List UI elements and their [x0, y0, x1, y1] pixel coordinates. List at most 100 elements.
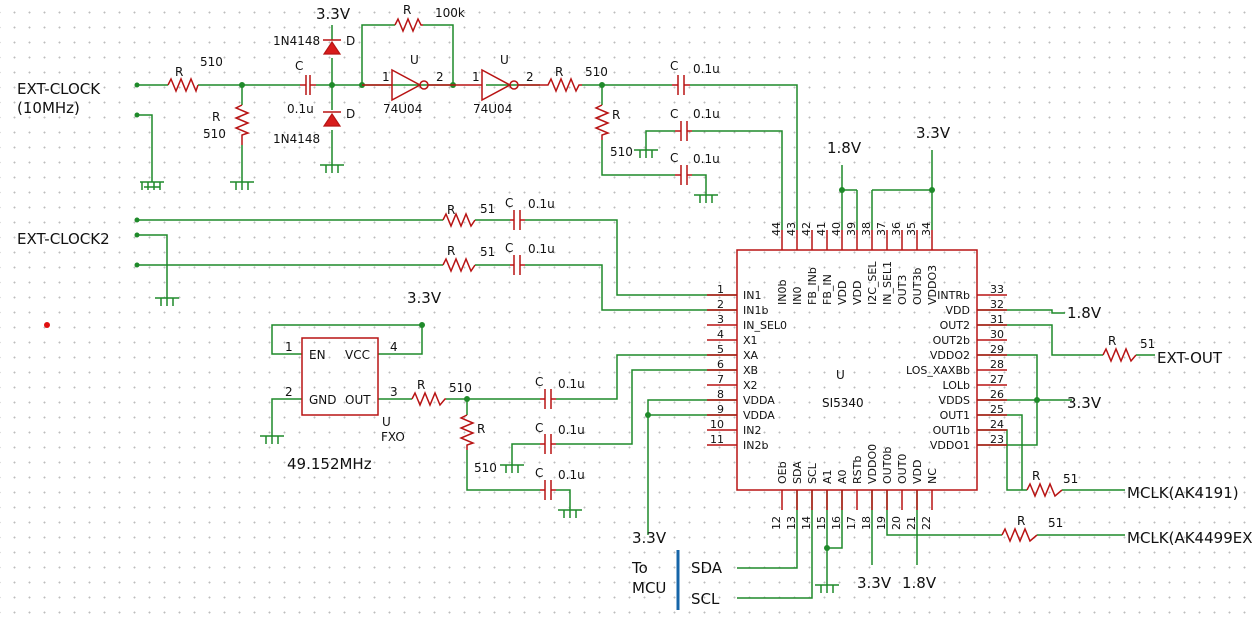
c3-value: 0.1u — [693, 107, 720, 121]
v18-bottom-label: 1.8V — [902, 574, 937, 592]
resistor-r7 — [411, 391, 446, 407]
c6-value: 0.1u — [528, 242, 555, 256]
c7-value: 0.1u — [558, 377, 585, 391]
chip-top-pin-num: 37 — [875, 222, 888, 236]
chip-top-pin-num: 41 — [815, 222, 828, 236]
chip-top-pin-num: 43 — [785, 222, 798, 236]
diode-top-part: 1N4148 — [273, 34, 320, 48]
junctions — [134, 82, 1040, 551]
chip-bottom-pin-num: 21 — [905, 516, 918, 530]
capacitor-c2 — [672, 75, 690, 95]
chip-name: SI5340 — [822, 396, 864, 410]
chip-right-pin-name: OUT1b — [933, 424, 970, 437]
r4-designator: R — [612, 108, 620, 122]
chip-left-pin-num: 4 — [717, 328, 724, 341]
chip-right-pin-num: 27 — [990, 373, 1004, 386]
fxo-vcc: VCC — [345, 348, 370, 362]
inv2-designator: U — [500, 53, 509, 67]
r1-designator: R — [175, 65, 183, 79]
chip-right-pin-num: 31 — [990, 313, 1004, 326]
chip-top-pin-name: IN_SEL1 — [881, 261, 894, 305]
scl-label: SCL — [691, 590, 720, 608]
fxo-box — [301, 337, 379, 416]
r2-designator: R — [212, 110, 220, 124]
chip-top-pin-name: VDD — [836, 281, 849, 305]
resistor-r11 — [1001, 527, 1038, 543]
r9-value: 51 — [1140, 337, 1155, 351]
v18-top-label: 1.8V — [827, 139, 862, 157]
chip-right-pin-name: VDDO2 — [930, 349, 970, 362]
chip-left-pin-name: XA — [743, 349, 759, 362]
chip-right-pin-name: OUT2 — [940, 319, 970, 332]
chip-top-pin-name: VDDO3 — [926, 265, 939, 305]
chip-bottom-pin-num: 16 — [830, 516, 843, 530]
chip-bottom-pin-name: SDA — [791, 461, 804, 484]
chip-right-pin-num: 26 — [990, 388, 1004, 401]
resistor-r5 — [442, 212, 476, 228]
inv2-pin1: 1 — [472, 70, 480, 84]
v33-right-label: 3.3V — [1067, 394, 1102, 412]
chip-left-pin-num: 8 — [717, 388, 724, 401]
chip-top-pin-name: OUT3b — [911, 268, 924, 305]
chip-right-pin-name: VDDO1 — [930, 439, 970, 452]
chip-designator: U — [836, 368, 845, 382]
fxo-pin1: 1 — [285, 340, 293, 354]
chip-right-pin-num: 29 — [990, 343, 1004, 356]
inv2-part: 74U04 — [473, 102, 512, 116]
r3-value: 510 — [585, 65, 608, 79]
c8-designator: C — [535, 421, 543, 435]
capacitor-c7 — [540, 389, 556, 409]
ext-clock-freq: (10MHz) — [17, 99, 80, 117]
fxo-pin3: 3 — [390, 385, 398, 399]
c9-value: 0.1u — [558, 468, 585, 482]
fxo-pin4: 4 — [390, 340, 398, 354]
fxo-out: OUT — [345, 393, 371, 407]
c1-value: 0.1u — [287, 102, 314, 116]
diode-top — [322, 40, 342, 55]
ext-clock-label: EXT-CLOCK — [17, 80, 101, 98]
chip-left-pin-num: 2 — [717, 298, 724, 311]
fxo-part: FXO — [381, 430, 405, 444]
resistor-100k — [394, 17, 423, 33]
chip-top-pin-num: 34 — [920, 222, 933, 236]
chip-left-pin-num: 1 — [717, 283, 724, 296]
chip-left-pin-name: IN1 — [743, 289, 761, 302]
v33-diode-label: 3.3V — [316, 5, 351, 23]
r7-designator: R — [417, 378, 425, 392]
inv1-pin2: 2 — [436, 70, 444, 84]
resistor-r1 — [167, 77, 199, 94]
mclk-ak4499-label: MCLK(AK4499EX) — [1127, 529, 1252, 547]
r100k-designator: R — [403, 3, 411, 17]
parts — [167, 17, 1137, 543]
to-mcu-line1: To — [631, 559, 648, 577]
capacitor-c8 — [540, 434, 556, 454]
capacitor-c9 — [540, 480, 556, 500]
fxo-frequency: 49.152MHz — [287, 455, 372, 473]
chip-left-pin-name: IN2b — [743, 439, 768, 452]
chip-right-pin-num: 28 — [990, 358, 1004, 371]
chip-left-pin-num: 11 — [710, 433, 724, 446]
v33-bottom-label: 3.3V — [857, 574, 892, 592]
chip-left-pin-name: VDDA — [743, 394, 775, 407]
chip-left-pin-num: 3 — [717, 313, 724, 326]
r6-value: 51 — [480, 245, 495, 259]
chip-top-pin-num: 39 — [845, 222, 858, 236]
chip-right-pin-num: 30 — [990, 328, 1004, 341]
inv2-pin2: 2 — [526, 70, 534, 84]
c7-designator: C — [535, 375, 543, 389]
chip-top-pin-name: IN0b — [776, 280, 789, 305]
r10-value: 51 — [1063, 472, 1078, 486]
v33-fxo-label: 3.3V — [407, 289, 442, 307]
chip-right-pin-num: 32 — [990, 298, 1004, 311]
text-labels: EXT-CLOCK (10MHz) EXT-CLOCK2 R 510 R 510… — [17, 3, 1252, 608]
resistor-r2 — [234, 104, 251, 145]
r9-designator: R — [1108, 334, 1116, 348]
chip-top-pin-num: 40 — [830, 222, 843, 236]
chip-left-pin-num: 5 — [717, 343, 724, 356]
capacitor-c4 — [675, 165, 692, 185]
inv1-part: 74U04 — [383, 102, 422, 116]
resistor-r9 — [1102, 347, 1137, 363]
chip-left-pin-name: VDDA — [743, 409, 775, 422]
r3-designator: R — [555, 65, 563, 79]
v18-right-label: 1.8V — [1067, 304, 1102, 322]
